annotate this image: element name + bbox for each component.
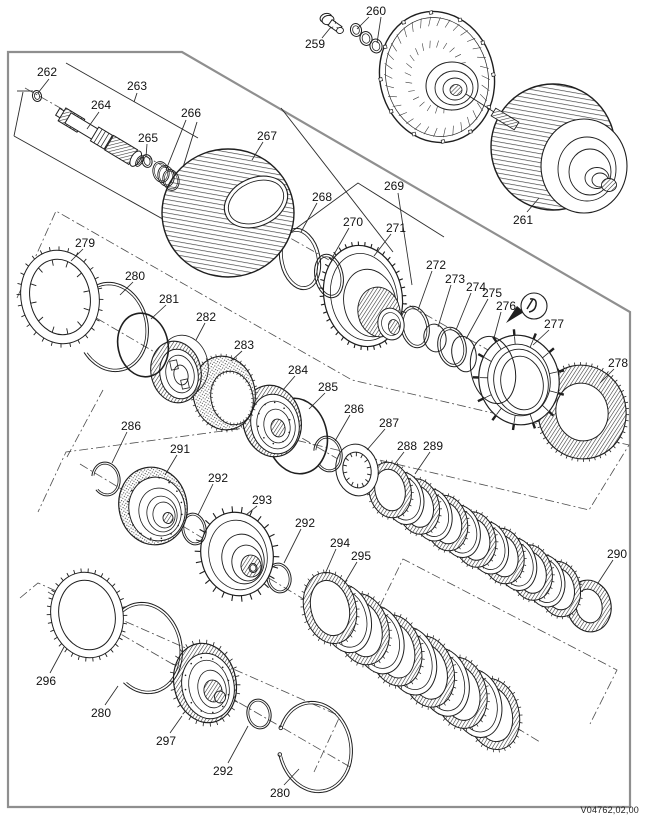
part-snap-ring-276 bbox=[469, 335, 517, 405]
part-label-286: 286 bbox=[121, 419, 141, 433]
part-label-262: 262 bbox=[37, 65, 57, 79]
part-ring-292a bbox=[181, 512, 207, 546]
part-label-292: 292 bbox=[295, 516, 315, 530]
part-label-297: 297 bbox=[156, 734, 176, 748]
doc-id: V04762,02,00 bbox=[580, 805, 639, 815]
part-label-287: 287 bbox=[379, 416, 399, 430]
part-label-280: 280 bbox=[91, 706, 111, 720]
part-label-269: 269 bbox=[384, 179, 404, 193]
part-snap-ring-280c bbox=[277, 700, 353, 794]
part-label-293: 293 bbox=[252, 493, 272, 507]
part-label-292: 292 bbox=[208, 471, 228, 485]
part-ring-273 bbox=[423, 323, 447, 353]
part-label-281: 281 bbox=[159, 292, 179, 306]
part-wave-plate-287 bbox=[335, 443, 379, 497]
part-label-288: 288 bbox=[397, 439, 417, 453]
part-drum-291 bbox=[118, 466, 188, 546]
part-ring-281 bbox=[116, 312, 170, 378]
part-ring-292c bbox=[246, 698, 272, 730]
part-label-260: 260 bbox=[366, 4, 386, 18]
part-label-284: 284 bbox=[288, 363, 308, 377]
part-label-265: 265 bbox=[138, 131, 158, 145]
part-ring-gear-267 bbox=[161, 148, 295, 278]
part-label-261: 261 bbox=[513, 213, 533, 227]
part-label-264: 264 bbox=[91, 98, 111, 112]
part-piston-drum-284 bbox=[242, 384, 302, 458]
part-label-282: 282 bbox=[196, 310, 216, 324]
part-label-259: 259 bbox=[305, 37, 325, 51]
part-label-280: 280 bbox=[125, 269, 145, 283]
part-labels: 259 260 261 262 263 264 265 266 267 268 269 270 271 2… bbox=[36, 4, 628, 800]
part-sun-gear-271 bbox=[319, 241, 407, 351]
part-gear-293 bbox=[194, 506, 280, 602]
part-label-274: 274 bbox=[466, 280, 486, 294]
balloon-pointer-icon bbox=[506, 306, 524, 323]
part-snap-ring-286b bbox=[91, 461, 121, 497]
part-label-294: 294 bbox=[330, 536, 350, 550]
part-clutch-pack-288-289 bbox=[366, 459, 584, 620]
part-drum-ring-283 bbox=[190, 353, 258, 433]
part-ring-292b bbox=[266, 562, 292, 594]
part-label-268: 268 bbox=[312, 190, 332, 204]
part-label-289: 289 bbox=[423, 439, 443, 453]
part-label-273: 273 bbox=[445, 272, 465, 286]
part-label-267: 267 bbox=[257, 129, 277, 143]
part-clutch-drum-261 bbox=[490, 83, 628, 214]
part-label-279: 279 bbox=[75, 236, 95, 250]
clip-detail-icon bbox=[526, 298, 537, 313]
part-converter-bolt-259 bbox=[319, 12, 344, 34]
part-clutch-hub-277 bbox=[472, 329, 565, 431]
part-hub-297 bbox=[169, 639, 241, 727]
part-label-263: 263 bbox=[127, 79, 147, 93]
part-label-278: 278 bbox=[608, 356, 628, 370]
part-torque-converter bbox=[378, 10, 520, 144]
part-label-283: 283 bbox=[234, 338, 254, 352]
part-thrust-washer-262 bbox=[31, 90, 43, 102]
part-clutch-pack-294-295 bbox=[300, 569, 523, 753]
part-label-272: 272 bbox=[426, 258, 446, 272]
part-label-266: 266 bbox=[181, 106, 201, 120]
part-coupling-266 bbox=[152, 161, 180, 191]
part-label-271: 271 bbox=[386, 221, 406, 235]
detail-balloon bbox=[506, 292, 548, 323]
part-label-275: 275 bbox=[482, 286, 502, 300]
part-label-285: 285 bbox=[318, 380, 338, 394]
part-label-296: 296 bbox=[36, 674, 56, 688]
part-label-277: 277 bbox=[544, 317, 564, 331]
part-label-291: 291 bbox=[170, 442, 190, 456]
part-spline-plate-279 bbox=[16, 246, 104, 348]
part-label-286: 286 bbox=[344, 402, 364, 416]
part-label-295: 295 bbox=[351, 549, 371, 563]
parts bbox=[16, 10, 630, 794]
part-label-276: 276 bbox=[496, 299, 516, 313]
part-bearing-268 bbox=[278, 227, 322, 291]
part-snap-ring-286a bbox=[313, 435, 343, 473]
part-input-shaft-264 bbox=[54, 107, 145, 167]
part-sprag-ring-278 bbox=[534, 362, 630, 462]
part-label-290: 290 bbox=[607, 547, 627, 561]
part-washers-260 bbox=[349, 23, 383, 54]
frame-border bbox=[6, 50, 632, 809]
part-piston-hub-282 bbox=[150, 334, 209, 404]
part-label-270: 270 bbox=[343, 215, 363, 229]
part-label-280: 280 bbox=[270, 786, 290, 800]
part-ring-274 bbox=[437, 326, 467, 368]
part-tooth-plate-296 bbox=[46, 568, 128, 662]
part-label-292: 292 bbox=[213, 764, 233, 778]
